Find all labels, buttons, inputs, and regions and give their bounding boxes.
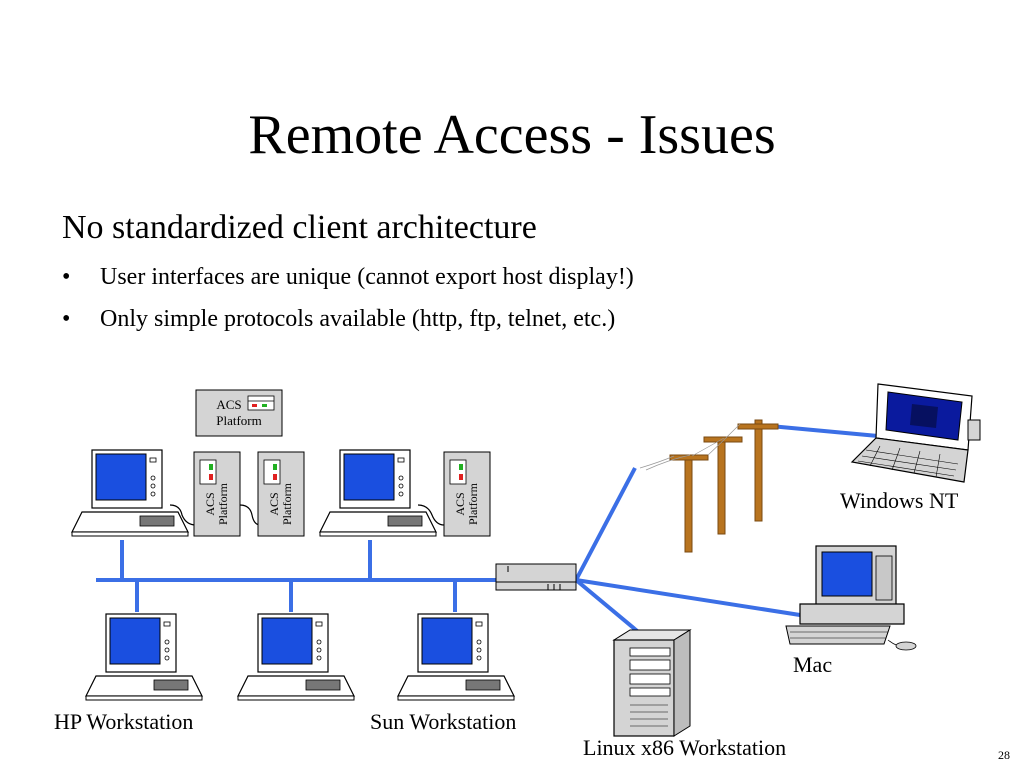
label-hp-workstation: HP Workstation [54, 709, 194, 734]
slide-title: Remote Access - Issues [248, 104, 776, 166]
bullet-marker: • [62, 264, 71, 290]
acs-v-line1: ACS [203, 492, 217, 515]
label-windows-nt: Windows NT [840, 488, 959, 513]
network-hub-icon [495, 563, 577, 591]
tower-server-icon [612, 629, 692, 737]
bullet-marker: • [62, 306, 71, 332]
acs-top-line1: ACS [216, 397, 241, 412]
mac-computer-icon [785, 545, 917, 651]
telephone-pole-icon [639, 419, 779, 553]
workstation-icon [237, 613, 355, 701]
bullet-text: Only simple protocols available (http, f… [100, 306, 616, 332]
acs-platform-vertical: ACS Platform [257, 451, 305, 537]
bullet-text: User interfaces are unique (cannot expor… [100, 264, 634, 290]
acs-v-line2: Platform [466, 482, 480, 525]
label-linux-workstation: Linux x86 Workstation [583, 735, 787, 760]
laptop-icon [850, 383, 981, 483]
acs-v-line2: Platform [280, 482, 294, 525]
acs-platform-vertical: ACS Platform [193, 451, 241, 537]
label-sun-workstation: Sun Workstation [370, 709, 517, 734]
workstation-icon [85, 613, 203, 701]
slide-subhead: No standardized client architecture [62, 209, 537, 246]
acs-platform-vertical: ACS Platform [443, 451, 491, 537]
page-number: 28 [998, 748, 1010, 762]
acs-v-line1: ACS [453, 492, 467, 515]
acs-top-line2: Platform [216, 413, 262, 428]
workstation-icon [319, 449, 437, 537]
acs-v-line2: Platform [216, 482, 230, 525]
label-mac: Mac [793, 652, 833, 677]
acs-v-line1: ACS [267, 492, 281, 515]
acs-platform-top: ACS Platform [195, 389, 283, 437]
workstation-icon [71, 449, 189, 537]
workstation-icon [397, 613, 515, 701]
